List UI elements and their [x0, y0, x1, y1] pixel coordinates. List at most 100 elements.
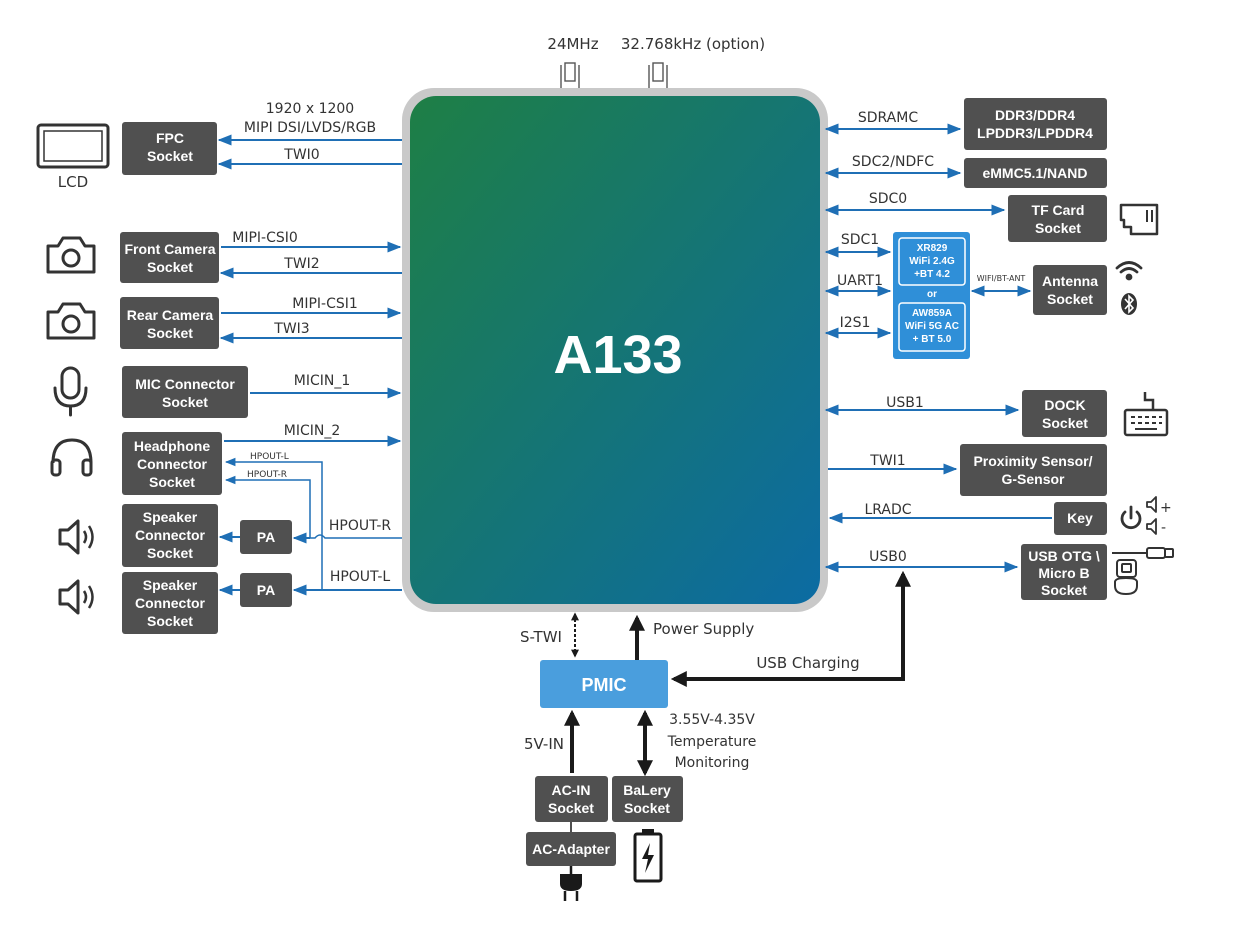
hpout-r-small-label: HPOUT-R — [247, 470, 287, 480]
xr829-box — [898, 237, 966, 286]
speaker2-connector-box — [122, 572, 218, 634]
twi0-label: TWI0 — [283, 147, 319, 163]
aw859a-line3: + BT 5.0 — [913, 334, 952, 345]
proximity-sensor-box — [960, 444, 1107, 496]
headphone-icon — [50, 438, 93, 477]
xr829-line1: XR829 — [917, 243, 948, 254]
speaker2-line1: Speaker — [143, 577, 198, 593]
mouse-icon — [1114, 559, 1138, 596]
five-v-in-label: 5V-IN — [524, 735, 564, 753]
emmc-box — [964, 158, 1107, 188]
ac-in-socket-box — [535, 776, 608, 822]
sdc1-label: SDC1 — [841, 232, 879, 248]
ac-in-line2: Socket — [548, 800, 594, 816]
proximity-line1: Proximity Sensor/ — [973, 453, 1092, 469]
antenna-line1: Antenna — [1042, 273, 1098, 289]
twi3-label: TWI3 — [273, 321, 309, 337]
ddr-box — [964, 98, 1107, 150]
headphone-connector-box — [122, 432, 222, 495]
antenna-line2: Socket — [1047, 291, 1093, 307]
micin2-label: MICIN_2 — [284, 423, 341, 439]
microphone-icon — [53, 366, 88, 417]
volume-up-sign: + — [1160, 500, 1172, 516]
pa1-box — [240, 520, 292, 554]
fpc-signal-line1: 1920 x 1200 — [266, 101, 354, 117]
usb0-label: USB0 — [869, 549, 907, 565]
wifi-icon — [1115, 261, 1143, 281]
chip-body — [410, 96, 820, 604]
ac-in-line1: AC-IN — [552, 782, 591, 798]
hpout-r-headphone-line — [224, 475, 402, 539]
ac-adapter-box — [526, 832, 616, 866]
volume-down-icon — [1146, 518, 1157, 535]
chip-name: A133 — [553, 325, 682, 385]
uart1-label: UART1 — [837, 273, 883, 289]
hpout-l-label: HPOUT-L — [330, 569, 391, 585]
usb-otg-line1: USB OTG \ — [1028, 548, 1100, 564]
antenna-socket-box — [1033, 265, 1107, 315]
tf-card-box — [1008, 195, 1107, 242]
headphone-line3: Socket — [149, 474, 195, 490]
power-icon — [1120, 505, 1142, 530]
proximity-line2: G-Sensor — [1001, 471, 1065, 487]
battery-socket-line1: BaLery — [623, 782, 671, 798]
fpc-socket-box — [122, 122, 217, 175]
pmic-box — [540, 660, 668, 708]
battery-socket-box — [612, 776, 683, 822]
tf-card-line2: Socket — [1035, 220, 1081, 236]
front-camera-line2: Socket — [147, 259, 193, 275]
headphone-line2: Connector — [137, 456, 208, 472]
battery-note-line3: Monitoring — [675, 755, 750, 771]
ac-adapter-label: AC-Adapter — [532, 841, 610, 857]
mipi-csi1-label: MIPI-CSI1 — [292, 296, 358, 312]
usb-otg-socket-box — [1021, 544, 1107, 600]
usb1-label: USB1 — [886, 395, 924, 411]
fpc-socket-line1: FPC — [156, 130, 184, 146]
usb-charging-label: USB Charging — [756, 654, 859, 672]
volume-up-icon — [1146, 496, 1157, 513]
key-box — [1054, 502, 1107, 535]
ddr-line2: LPDDR3/LPDDR4 — [977, 125, 1093, 141]
ddr-line1: DDR3/DDR4 — [995, 107, 1075, 123]
usb-charging-arrow — [670, 570, 911, 687]
sdc2-label: SDC2/NDFC — [852, 154, 934, 170]
power-plug-icon — [560, 866, 582, 901]
twi1-label: TWI1 — [869, 453, 905, 469]
pa2-label: PA — [257, 582, 275, 598]
key-label: Key — [1067, 510, 1093, 526]
speaker1-connector-box — [122, 504, 218, 567]
speaker2-line2: Connector — [135, 595, 206, 611]
tf-card-line1: TF Card — [1032, 202, 1085, 218]
sdc0-label: SDC0 — [869, 191, 907, 207]
camera-icon — [46, 236, 96, 274]
crystal-32khz — [648, 62, 668, 90]
hpout-l-small-label: HPOUT-L — [250, 452, 289, 462]
hpout-l-headphone-line — [224, 457, 323, 590]
lcd-label: LCD — [58, 173, 88, 191]
bluetooth-icon — [1121, 293, 1137, 315]
usb-otg-line3: Socket — [1041, 582, 1087, 598]
crystal-24mhz — [560, 62, 580, 90]
rear-camera-line1: Rear Camera — [127, 307, 214, 323]
speaker2-line3: Socket — [147, 613, 193, 629]
speaker1-line1: Speaker — [143, 509, 198, 525]
wifi-or-label: or — [927, 289, 937, 300]
micin1-label: MICIN_1 — [294, 373, 351, 389]
battery-socket-line2: Socket — [624, 800, 670, 816]
lcd-icon — [36, 123, 110, 169]
mic-connector-line2: Socket — [162, 394, 208, 410]
battery-icon — [633, 829, 663, 883]
fpc-signal-line2: MIPI DSI/LVDS/RGB — [244, 120, 376, 136]
fpc-socket-line2: Socket — [147, 148, 193, 164]
power-supply-label: Power Supply — [653, 620, 754, 638]
rear-camera-line2: Socket — [147, 325, 193, 341]
emmc-label: eMMC5.1/NAND — [982, 165, 1087, 181]
dock-socket-box — [1022, 390, 1107, 437]
clock-24mhz-label: 24MHz — [547, 35, 598, 53]
pa1-label: PA — [257, 529, 275, 545]
aw859a-box — [898, 302, 966, 352]
front-camera-socket-box — [120, 232, 219, 283]
mipi-csi0-label: MIPI-CSI0 — [232, 230, 298, 246]
speaker-icon — [58, 579, 94, 615]
wifi-bt-ant-label: WIFI/BT-ANT — [977, 274, 1026, 283]
